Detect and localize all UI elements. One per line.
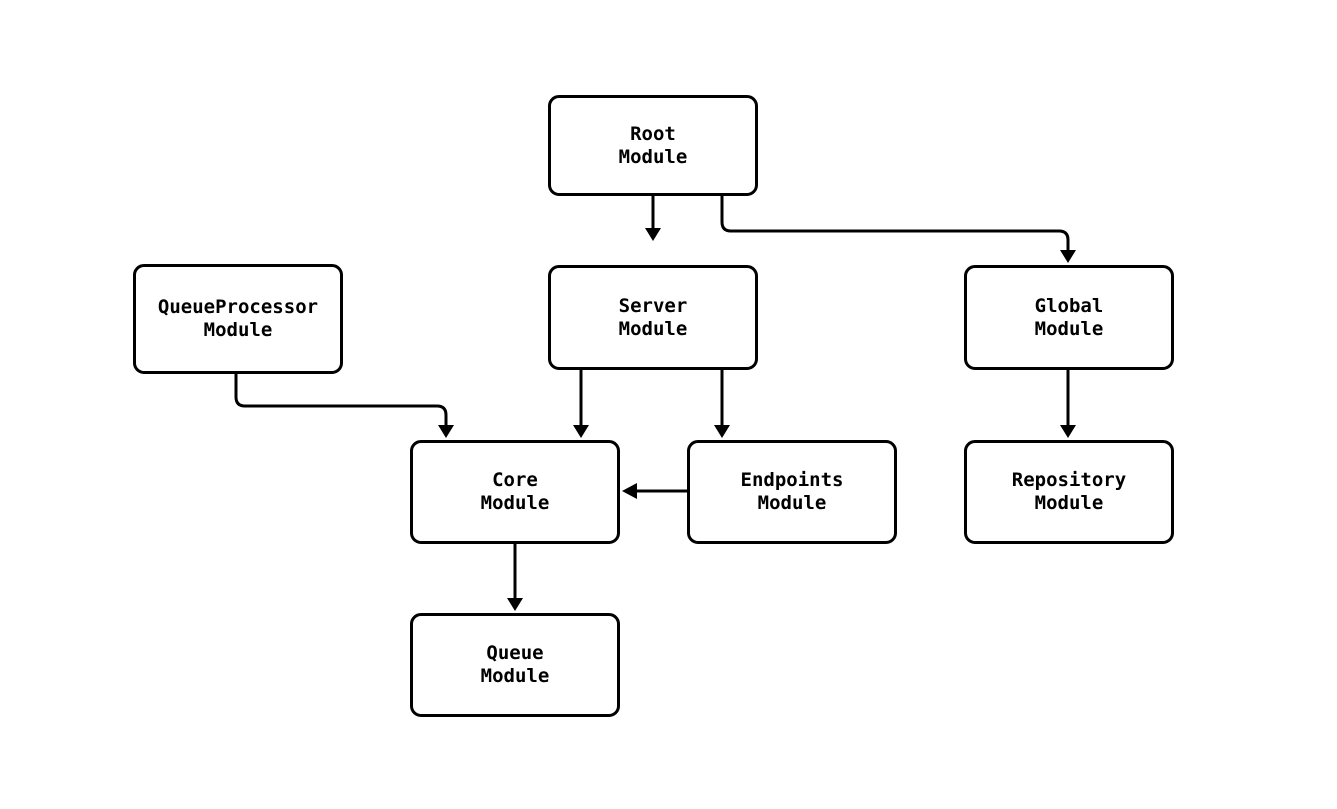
- node-global-title: Global: [1034, 294, 1104, 317]
- edge-server-to-endpoints: [714, 370, 730, 438]
- node-server-subtitle: Module: [618, 317, 688, 340]
- edge-server-to-core: [573, 370, 589, 438]
- node-repository-title: Repository: [1011, 469, 1127, 491]
- node-global-subtitle: Module: [1034, 317, 1104, 340]
- node-repository[interactable]: Repository Module: [964, 440, 1174, 544]
- node-core[interactable]: Core Module: [410, 440, 620, 544]
- node-queue-subtitle: Module: [480, 665, 550, 687]
- node-queue[interactable]: Queue Module: [410, 613, 620, 717]
- node-repository-subtitle: Module: [1034, 492, 1104, 514]
- node-endpoints-title: Endpoints: [740, 469, 844, 491]
- edge-queueprocessor-to-core: [234, 374, 454, 438]
- node-server-title: Server: [618, 294, 688, 317]
- node-queueprocessor[interactable]: QueueProcessor Module: [133, 264, 343, 374]
- node-root-subtitle: Module: [618, 145, 688, 168]
- node-global[interactable]: Global Module: [964, 265, 1174, 370]
- edge-root-to-server: [645, 196, 661, 241]
- edge-global-to-repository: [1060, 370, 1076, 438]
- edge-root-to-global: [720, 196, 1076, 263]
- node-root[interactable]: Root Module: [548, 95, 758, 196]
- node-root-title: Root: [630, 122, 676, 145]
- edge-core-to-queue: [507, 544, 523, 611]
- node-queueprocessor-title: QueueProcessor: [157, 296, 319, 318]
- node-server[interactable]: Server Module: [548, 265, 758, 370]
- node-core-title: Core: [492, 469, 538, 491]
- node-queueprocessor-subtitle: Module: [203, 319, 273, 341]
- node-endpoints-subtitle: Module: [757, 492, 827, 514]
- node-queue-title: Queue: [486, 642, 544, 664]
- node-core-subtitle: Module: [480, 492, 550, 514]
- node-endpoints[interactable]: Endpoints Module: [687, 440, 897, 544]
- edge-endpoints-to-core: [622, 483, 687, 499]
